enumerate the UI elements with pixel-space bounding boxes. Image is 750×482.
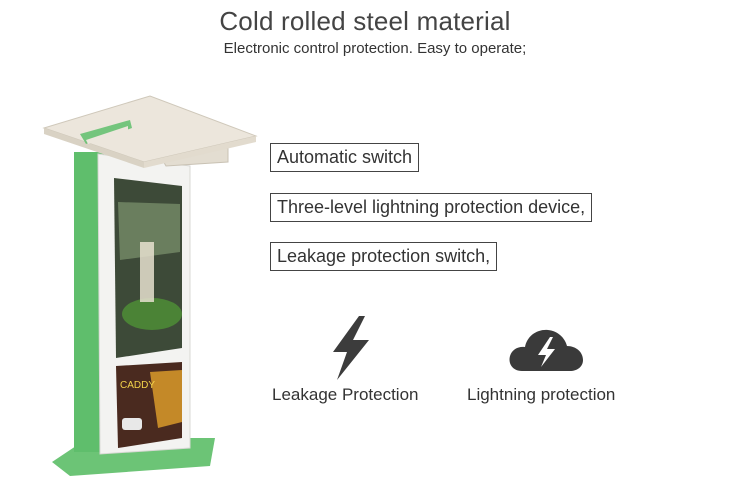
kiosk-drawing: CADDY bbox=[42, 95, 258, 476]
lightning-bolt-icon bbox=[325, 316, 373, 380]
feature-label: Leakage protection switch, bbox=[277, 246, 491, 266]
page-title: Cold rolled steel material bbox=[219, 6, 511, 36]
feature-label: Three-level lightning protection device, bbox=[277, 197, 586, 217]
outdoor-kiosk-illustration: CADDY bbox=[40, 92, 270, 477]
leakage-protection-label: Leakage Protection bbox=[272, 385, 419, 404]
cloud-lightning-icon bbox=[508, 325, 584, 375]
feature-leakage-protection-switch: Leakage protection switch, bbox=[270, 242, 498, 271]
feature-label: Automatic switch bbox=[277, 147, 413, 167]
feature-lightning-protection-device: Three-level lightning protection device, bbox=[270, 193, 593, 222]
page-subtitle: Electronic control protection. Easy to o… bbox=[223, 40, 527, 57]
kiosk-ad-brand: CADDY bbox=[120, 380, 155, 391]
lightning-protection-label: Lightning protection bbox=[467, 385, 616, 404]
feature-automatic-switch: Automatic switch bbox=[270, 143, 420, 172]
